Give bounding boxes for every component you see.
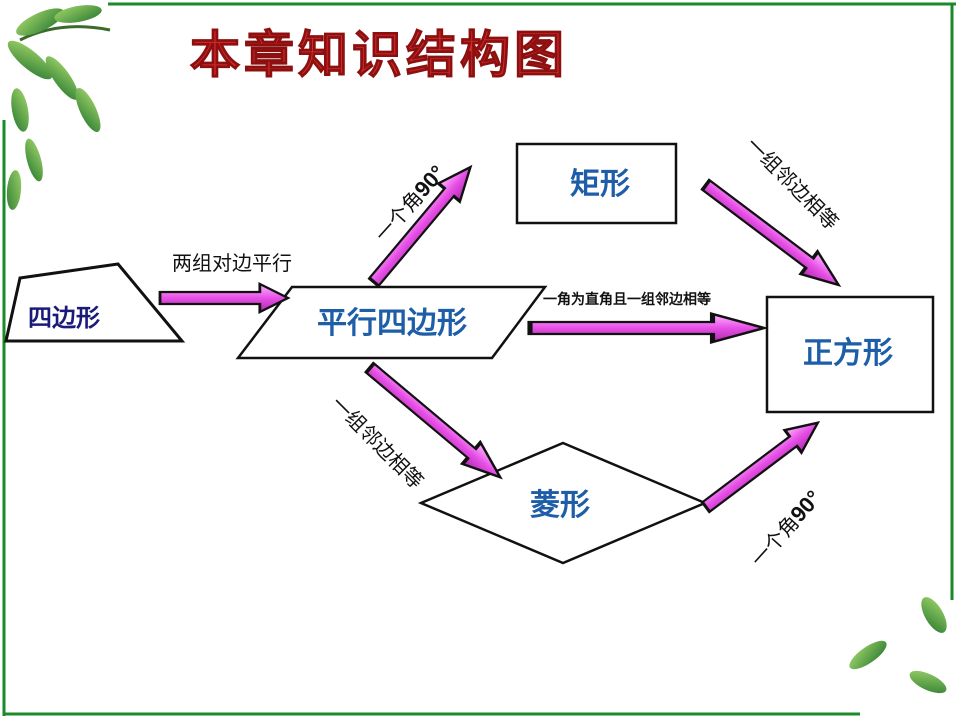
edge-label-quad-to-parallelogram: 两组对边平行 <box>172 251 292 275</box>
node-parallelogram-label: 平行四边形 <box>317 306 467 341</box>
node-quadrilateral: 四边形 <box>4 262 186 343</box>
leaf-icon <box>849 597 947 694</box>
page-title: 本章知识结构图 <box>190 25 568 84</box>
svg-text:一个角90°: 一个角90° <box>745 485 826 571</box>
edge-label-rhombus-to-square: 一个角90° <box>745 485 826 571</box>
edge-label-parallelogram-to-square: 一角为直角且一组邻边相等 <box>543 291 711 308</box>
leaf-icon <box>6 5 111 210</box>
node-rectangle: 矩形 <box>515 142 678 225</box>
node-square: 正方形 <box>765 295 935 414</box>
arrow-quad-to-parallelogram <box>158 282 290 314</box>
node-rhombus-label: 菱形 <box>530 488 590 523</box>
arrow-rectangle-to-square <box>695 172 849 298</box>
arrow-parallelogram-to-rhombus <box>359 355 511 490</box>
node-square-label: 正方形 <box>803 336 893 371</box>
node-parallelogram: 平行四边形 <box>235 285 548 360</box>
node-quadrilateral-label: 四边形 <box>28 304 100 332</box>
node-rectangle-label: 矩形 <box>570 167 630 202</box>
arrow-parallelogram-to-square <box>530 314 764 342</box>
